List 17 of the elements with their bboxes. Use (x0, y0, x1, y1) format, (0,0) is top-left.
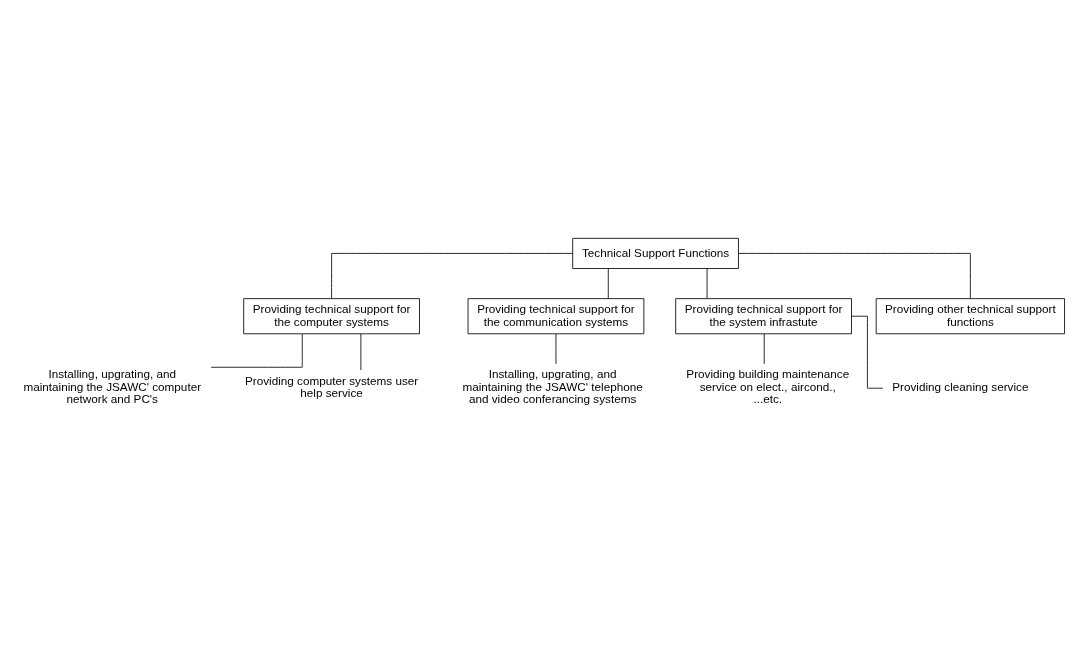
node-text: Installing, upgrating, and maintaining the JSAWC' telephone and video conferancing systems (462, 367, 643, 406)
node-text: Providing building maintenance service on elect., aircond., ...etc. (686, 367, 850, 406)
connector (763, 333, 765, 365)
connector (607, 268, 609, 299)
node-text: Providing computer systems user help service (244, 373, 419, 400)
node-box: Providing technical support for the system infrastute (675, 298, 852, 335)
node-text: Providing cleaning service (892, 379, 1029, 393)
node-box: Technical Support Functions (572, 237, 739, 269)
connector (851, 315, 884, 389)
node-box: Providing other technical support functions (875, 298, 1065, 335)
node-text: Installing, upgrating, and maintaining the JSAWC' computer network and PC's (23, 367, 202, 406)
node-box: Providing technical support for the communication systems (467, 298, 645, 335)
connector (210, 333, 303, 368)
node-box: Providing technical support for the computer systems (243, 298, 420, 335)
connector (706, 268, 708, 299)
connector (738, 253, 971, 299)
connector (331, 253, 573, 299)
